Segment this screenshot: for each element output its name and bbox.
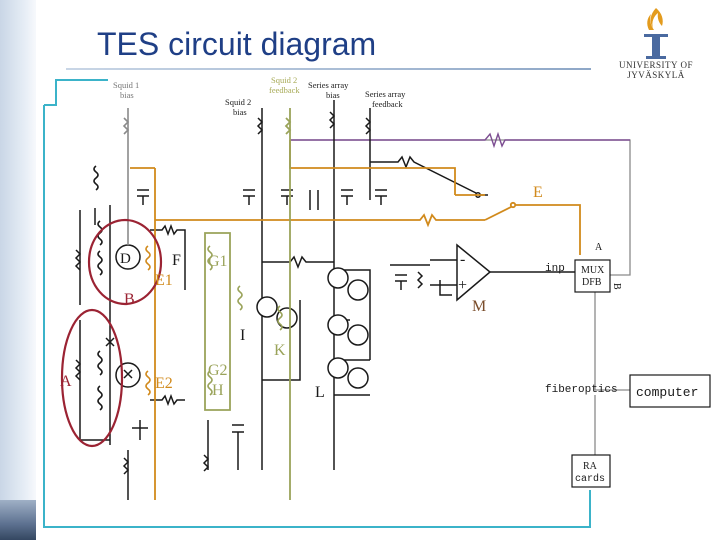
ra-label: RA	[583, 461, 598, 472]
university-name: UNIVERSITY OF JYVÄSKYLÄ	[619, 60, 693, 80]
series-array-bias-label-line2: bias	[326, 90, 340, 100]
series-array-feedback-label-line1: Series array	[365, 89, 406, 99]
node-label-g1: G1	[208, 253, 228, 270]
mux-dfb-box	[574, 259, 611, 293]
node-label-i: I	[240, 327, 245, 344]
city-skyline-decoration	[0, 500, 36, 540]
node-label-h: H	[212, 382, 224, 399]
amp-plus-sign: +	[458, 277, 467, 294]
purple-feedback-wire	[290, 131, 630, 149]
mux-label: MUX	[581, 265, 605, 276]
squid2-feedback-label-line2: feedback	[269, 85, 300, 95]
green-wires	[204, 108, 292, 500]
mux-label-b: B	[611, 283, 622, 290]
node-label-e1: E1	[155, 272, 173, 289]
node-label-m: M	[472, 298, 486, 315]
university-logo-icon	[644, 8, 668, 59]
slide-title: TES circuit diagram	[97, 26, 377, 62]
node-label-f: F	[172, 252, 181, 269]
orange-wires	[130, 140, 581, 500]
black-wires	[74, 100, 580, 500]
ra-cards-box	[571, 454, 611, 488]
amp-minus-sign: -	[460, 251, 465, 268]
node-label-b: B	[124, 291, 135, 308]
mux-label-a: A	[595, 242, 603, 253]
node-label-l: L	[315, 384, 325, 401]
series-array-feedback-label-line2: feedback	[372, 99, 403, 109]
squid1-bias-label-line1: Squid 1	[113, 80, 139, 90]
computer-label: computer	[636, 385, 698, 400]
series-array-bias-label-line1: Series array	[308, 80, 349, 90]
highlight-ellipse-bottom	[60, 308, 124, 448]
fiberoptics-label: fiberoptics	[545, 384, 618, 396]
node-label-k: K	[274, 342, 286, 359]
node-label-d: D	[120, 251, 131, 267]
squid2-feedback-label-line1: Squid 2	[271, 75, 297, 85]
squid2-bias-label-line1: Squid 2	[225, 97, 251, 107]
left-decorative-band	[0, 0, 36, 540]
node-label-e2: E2	[155, 375, 173, 392]
squid1-bias-label-line2: bias	[120, 90, 134, 100]
node-label-g2: G2	[208, 362, 228, 379]
dfb-label: DFB	[582, 277, 602, 288]
node-label-e: E	[533, 184, 543, 201]
cards-label: cards	[575, 473, 605, 485]
inp-label: inp	[545, 263, 565, 275]
highlight-ellipse-top	[87, 218, 163, 306]
title-underline	[66, 68, 591, 70]
node-label-a: A	[60, 373, 72, 390]
squid1-bias-wire	[122, 108, 130, 245]
squid2-bias-label-line2: bias	[233, 107, 247, 117]
cyan-return-wire	[43, 79, 591, 528]
computer-box	[629, 374, 711, 408]
